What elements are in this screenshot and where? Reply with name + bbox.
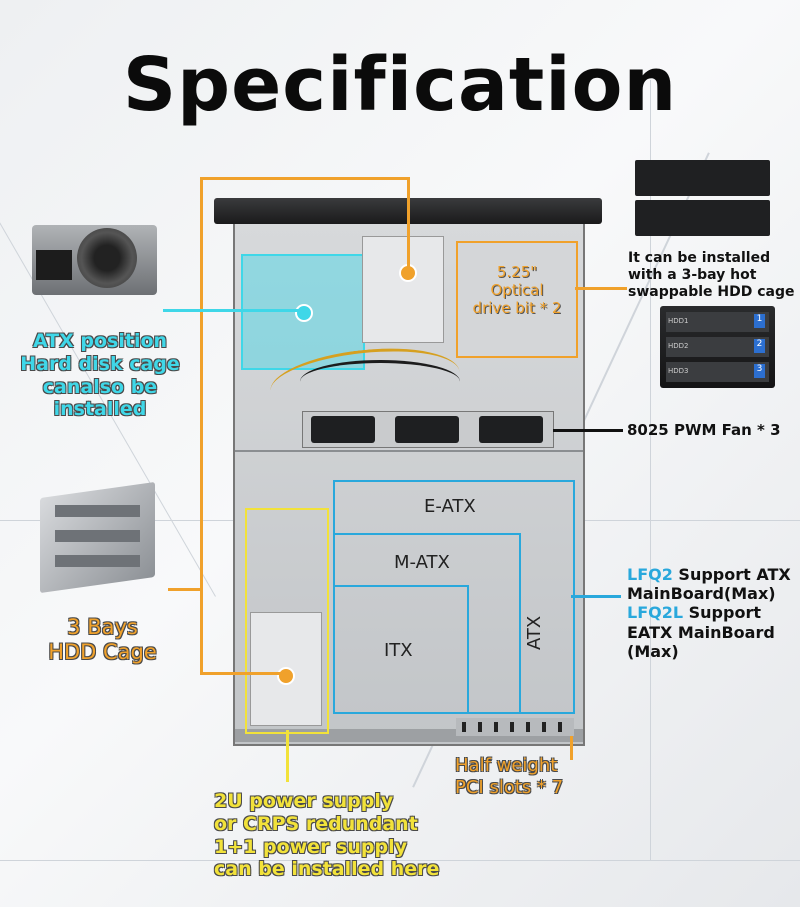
atx-position-line-1: ATX position xyxy=(32,330,168,352)
atx-position-line-2: Hard disk cage xyxy=(20,352,180,375)
fan-3 xyxy=(479,416,543,443)
optical-drive-label: 5.25" Optical drive bit * 2 xyxy=(458,263,576,317)
hdd-bay-3: HDD3 3 xyxy=(666,362,769,382)
lfq2l-model: LFQ2L xyxy=(627,603,684,623)
pci-slot xyxy=(494,722,498,732)
pci-slot xyxy=(558,722,562,732)
connector-line xyxy=(575,287,627,290)
page-title: Specification xyxy=(122,42,678,128)
hdd-cage-line-2: HDD Cage xyxy=(48,640,157,665)
psu-line-2: or CRPS redundant xyxy=(214,812,418,835)
itx-label: ITX xyxy=(384,640,413,661)
hdd-bay-3-label: HDD3 xyxy=(668,367,689,375)
hdd-cage-image xyxy=(30,480,170,600)
fan-2 xyxy=(395,416,459,443)
pci-slot xyxy=(526,722,530,732)
atx-position-marker xyxy=(295,304,313,322)
hdd-bay-3-number: 3 xyxy=(754,364,765,378)
atx-position-callout: ATX position Hard disk cage canalso be i… xyxy=(20,330,180,421)
atx-label: ATX xyxy=(524,615,545,650)
hdd-cage-line-1: 3 Bays xyxy=(67,615,138,639)
connector-line xyxy=(407,177,410,271)
lfq2-text: Support ATX xyxy=(672,565,791,584)
fan-callout: 8025 PWM Fan * 3 xyxy=(627,421,781,439)
lfq2-model: LFQ2 xyxy=(627,565,673,584)
pci-slot xyxy=(478,722,482,732)
atx-position-line-4: installed xyxy=(53,398,147,421)
support-line-4: EATX MainBoard xyxy=(627,622,775,642)
support-line-5: (Max) xyxy=(627,641,679,661)
hot-swap-line-2: with a 3-bay hot xyxy=(628,266,757,283)
pci-slot xyxy=(462,722,466,732)
support-callout: LFQ2 Support ATX MainBoard(Max) LFQ2L Su… xyxy=(627,565,799,661)
connector-line xyxy=(286,730,289,782)
hdd-bay-1-number: 1 xyxy=(754,314,765,328)
pci-slot xyxy=(542,722,546,732)
psu-line-4: can be installed here xyxy=(214,858,440,881)
hot-swap-cage-image: HDD1 1 HDD2 2 HDD3 3 xyxy=(660,306,775,388)
connector-line xyxy=(168,588,202,591)
matx-label: M-ATX xyxy=(394,552,450,573)
lfq2l-text: Support xyxy=(683,603,761,623)
support-line-3: LFQ2L Support xyxy=(627,603,799,622)
atx-psu-image xyxy=(22,210,172,310)
pci-slots-line-2: PCI slots * 7 xyxy=(455,776,564,798)
psu-marker xyxy=(277,667,295,685)
connector-line xyxy=(571,595,621,598)
blueprint-line xyxy=(0,860,800,861)
eatx-label: E-ATX xyxy=(424,496,476,517)
optical-line-1: 5.25" xyxy=(496,263,538,281)
hot-swap-callout: It can be installed with a 3-bay hot swa… xyxy=(628,250,800,300)
optical-line-2: Optical xyxy=(490,281,544,299)
connector-line xyxy=(200,177,203,674)
psu-callout: 2U power supply or CRPS redundant 1+1 po… xyxy=(214,790,474,881)
hdd-cage-callout: 3 Bays HDD Cage xyxy=(20,615,185,665)
fan-row xyxy=(302,411,554,448)
connector-line xyxy=(200,672,284,675)
hot-swap-bracket-image xyxy=(635,160,770,240)
drive-bracket xyxy=(362,236,444,343)
pci-slots-row xyxy=(456,718,574,736)
optical-line-3: drive bit * 2 xyxy=(472,299,562,317)
psu-line-1: 2U power supply xyxy=(214,790,394,812)
hdd-bay-2-number: 2 xyxy=(754,339,765,353)
support-line-2: MainBoard(Max) xyxy=(627,584,776,604)
atx-position-line-3: canalso be xyxy=(42,375,158,398)
psu-line-3: 1+1 power supply xyxy=(214,835,407,858)
itx-zone xyxy=(333,585,469,714)
pci-slot xyxy=(510,722,514,732)
blueprint-line xyxy=(650,80,651,860)
connector-line xyxy=(570,736,573,760)
hot-swap-line-3: swappable HDD cage xyxy=(628,283,795,300)
connector-line xyxy=(163,309,303,312)
cable-bundle xyxy=(300,360,460,403)
pci-slots-callout: Half weight PCI slots * 7 xyxy=(455,755,585,798)
hdd-bay-1: HDD1 1 xyxy=(666,312,769,332)
support-line-1: LFQ2 Support ATX xyxy=(627,565,799,584)
optical-drive-zone: 5.25" Optical drive bit * 2 xyxy=(456,241,578,358)
hdd-bay-2-label: HDD2 xyxy=(668,342,689,350)
connector-line xyxy=(553,429,623,432)
fan-1 xyxy=(311,416,375,443)
hdd-bay-2: HDD2 2 xyxy=(666,337,769,357)
connector-line xyxy=(200,177,410,180)
hdd-bay-1-label: HDD1 xyxy=(668,317,689,325)
hot-swap-line-1: It can be installed xyxy=(628,250,771,266)
pci-slots-line-1: Half weight xyxy=(455,755,558,776)
